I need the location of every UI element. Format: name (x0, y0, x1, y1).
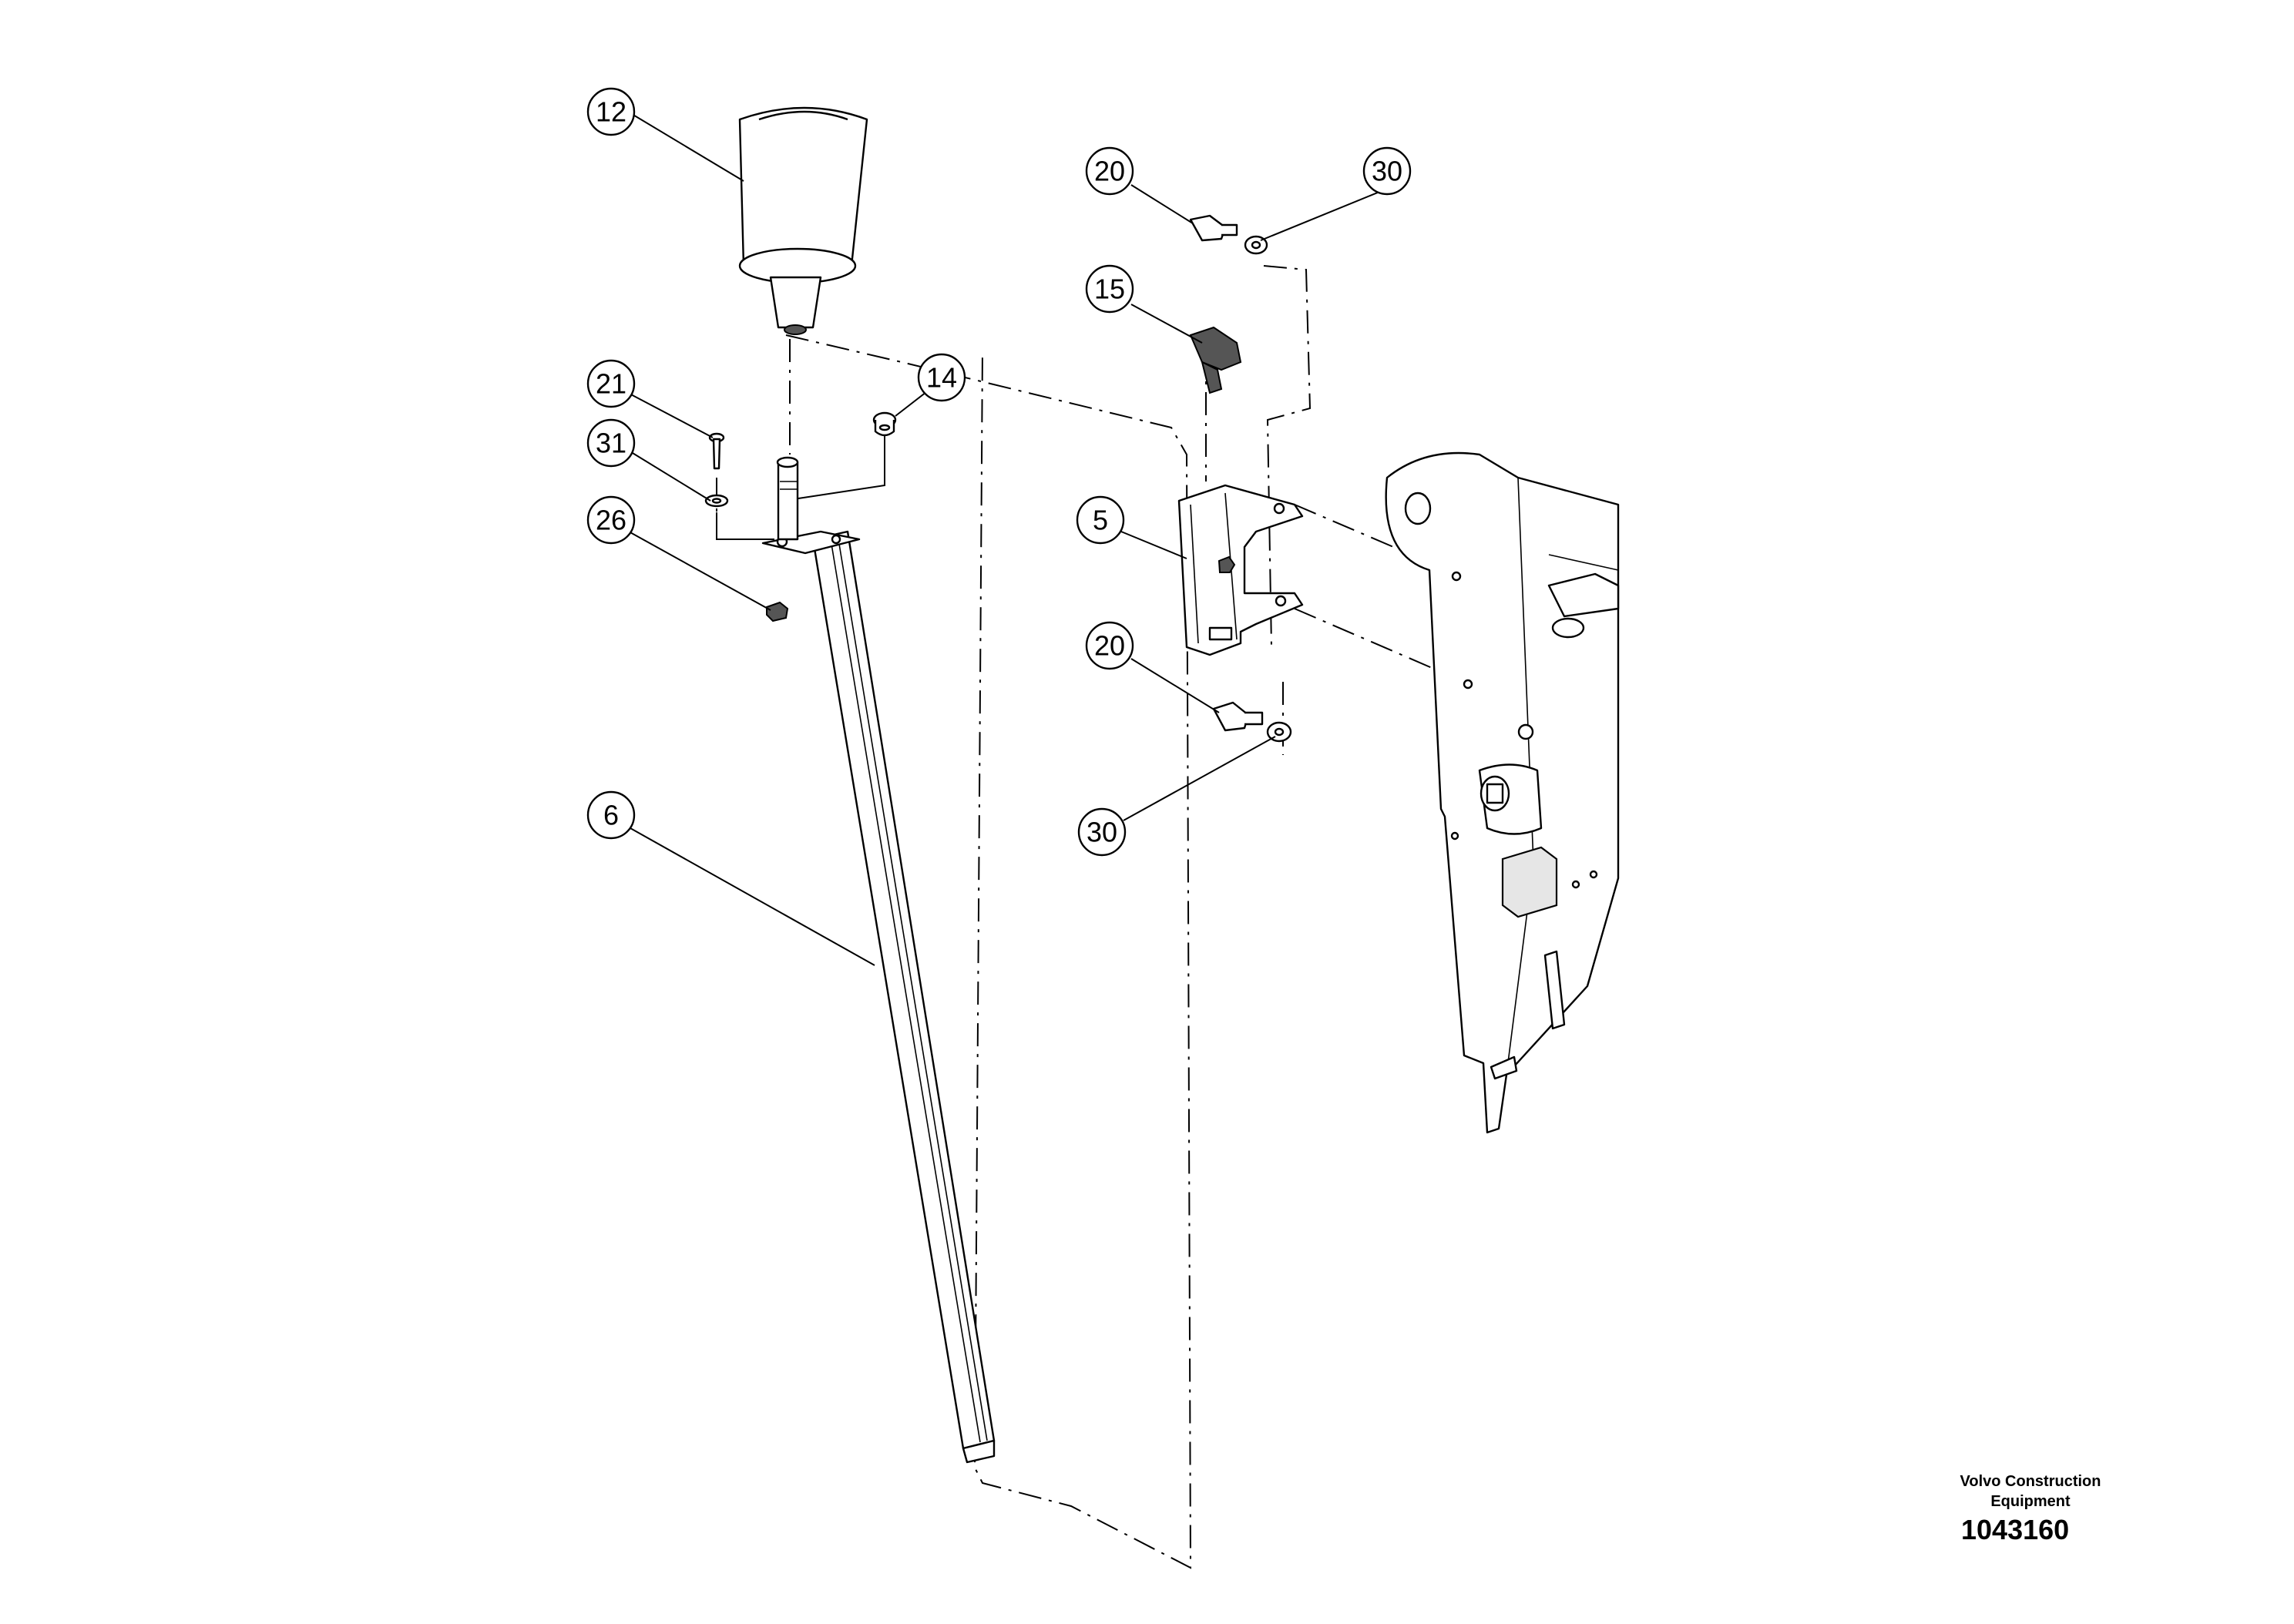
callout-21: 21 (586, 359, 636, 408)
brand-label: Volvo Construction Equipment (1934, 1471, 2127, 1512)
brand-line-1: Volvo Construction (1960, 1473, 2101, 1490)
callout-6-label: 6 (603, 800, 619, 831)
callout-20-bottom: 20 (1085, 621, 1134, 670)
callout-20-bottom-label: 20 (1094, 630, 1125, 662)
top-bolt-and-washer (1189, 214, 1268, 255)
machine-frame-part (1385, 451, 1620, 1134)
assembly-dashed-lines (716, 265, 1465, 1569)
leader-lines (627, 113, 1388, 966)
callout-12-label: 12 (596, 96, 626, 128)
callout-30-bottom-label: 30 (1087, 817, 1117, 848)
callout-20-top-label: 20 (1094, 156, 1125, 187)
document-number: 1043160 (1961, 1514, 2070, 1545)
callout-21-label: 21 (596, 368, 626, 400)
callout-30-top-label: 30 (1372, 156, 1402, 187)
callout-30-bottom: 30 (1077, 807, 1127, 857)
callout-15: 15 (1085, 264, 1134, 314)
callout-12: 12 (586, 87, 636, 136)
mounting-pole-part (761, 456, 996, 1464)
wing-knob-part (1189, 326, 1242, 394)
callout-14: 14 (917, 353, 966, 402)
callout-5-label: 5 (1093, 505, 1108, 536)
callout-26: 26 (586, 495, 636, 545)
small-hardware-parts (704, 411, 897, 622)
callout-5: 5 (1076, 495, 1125, 545)
callout-31: 31 (586, 418, 636, 468)
bracket-part (1177, 484, 1304, 656)
brand-line-2: Equipment (1990, 1493, 2071, 1510)
callout-20-top: 20 (1085, 146, 1134, 196)
callout-31-label: 31 (596, 428, 626, 459)
callout-30-top: 30 (1362, 146, 1412, 196)
callout-26-label: 26 (596, 505, 626, 536)
callout-14-label: 14 (926, 362, 957, 394)
callout-15-label: 15 (1094, 273, 1125, 305)
bottom-bolt-and-washer (1212, 701, 1292, 743)
callout-6: 6 (586, 790, 636, 840)
beacon-lamp-part (738, 106, 868, 335)
